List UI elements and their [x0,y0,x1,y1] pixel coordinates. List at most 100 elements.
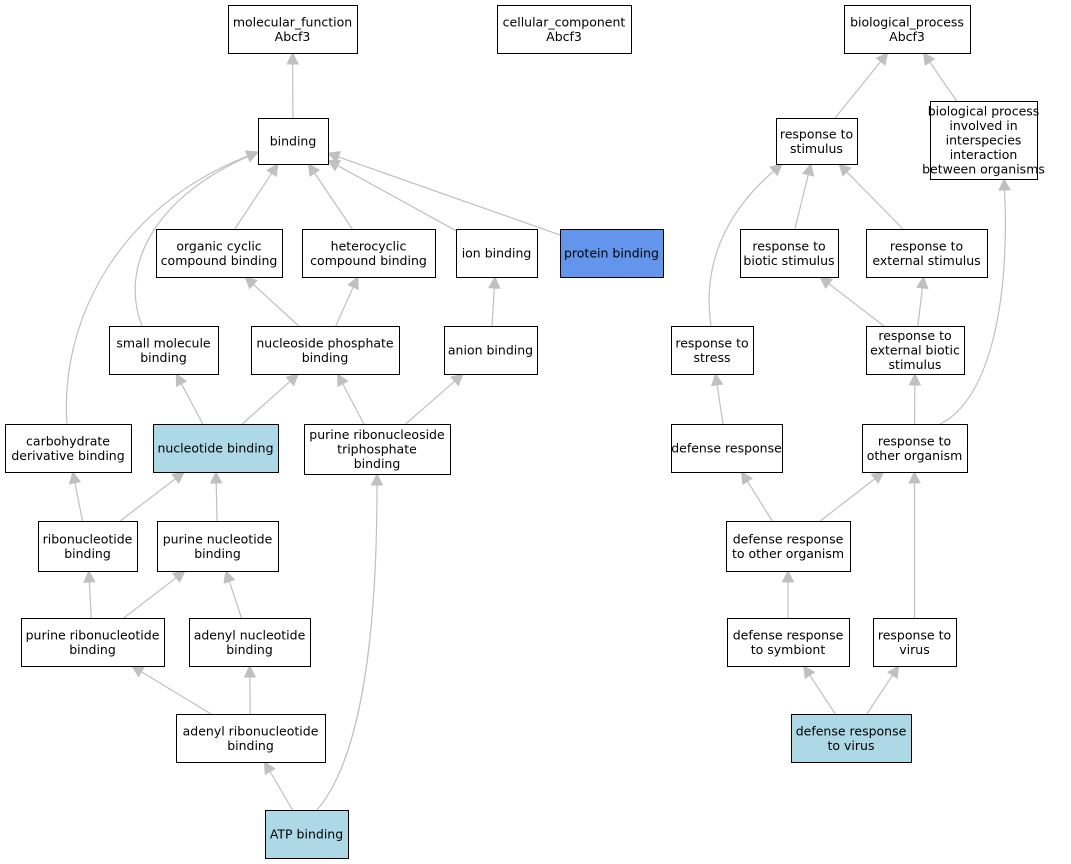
edge-ionb-to-binding [337,165,457,232]
node-box [873,618,957,667]
edge-rtes-to-rts [846,171,904,230]
node-label-line: molecular_function [233,14,352,29]
node-defr[interactable]: defense response [671,424,783,473]
node-label-line: response to [878,328,951,343]
node-box [5,424,132,473]
edge-arrowhead-npb-to-hcb [347,275,359,291]
node-label-line: adenyl ribonucleotide [183,723,319,738]
edge-adnb-to-pnb [228,581,243,619]
node-label-line: binding [227,738,274,753]
edge-arrowhead-adrnb-to-prnb [131,665,146,678]
node-label-line: stress [694,350,731,365]
edges-layer [65,51,1011,811]
edge-arrowhead-npb-to-ocb [244,276,258,290]
node-label-line: ribonucleotide [43,531,133,546]
node-label-line: interspecies [946,133,1022,148]
edge-arrowhead-ntb-to-smb [175,373,188,388]
edge-prntb-to-anb [405,380,456,425]
node-label-line: defense response [671,441,782,456]
node-label-line: carbohydrate [26,433,110,448]
edge-arrowhead-adnb-to-pnb [223,569,236,584]
node-box [228,5,358,54]
node-label-line: purine ribonucleotide [26,627,160,642]
node-ntb[interactable]: nucleotide binding [153,424,279,473]
node-protb[interactable]: protein binding [560,229,664,278]
edge-arrowhead-drtv-to-rtv [887,665,900,680]
edge-ocb-to-binding [234,172,273,230]
node-label-line: response to [878,433,951,448]
edge-arrowhead-pnb-to-ntb [209,470,223,484]
edge-bpii-to-bp [929,61,958,102]
node-label-line: compound binding [310,253,427,268]
node-label-line: anion binding [448,343,533,358]
edge-arrowhead-drtv-to-drts [803,665,816,680]
node-label-line: response to [878,627,951,642]
node-label-line: external biotic [870,343,960,358]
node-box [302,229,436,278]
node-label-line: Abcf3 [275,29,311,44]
edge-arrowhead-rtebs-to-rtes [916,275,929,290]
edge-arrowhead-cdb-to-binding [244,150,260,163]
node-box [265,810,349,859]
node-label-line: small molecule [116,335,211,350]
node-atpb[interactable]: ATP binding [265,810,349,859]
edge-prntb-to-npb [342,383,365,425]
node-label-line: purine ribonucleoside [309,427,445,442]
edge-hcb-to-binding [314,172,353,230]
edge-arrowhead-ionb-to-binding [327,159,342,172]
node-label-line: binding [302,350,349,365]
edge-rnb-to-ntb [119,478,176,522]
node-box [866,229,988,278]
node-label-line: cellular_component [503,14,626,29]
edge-arrowhead-binding-to-mf [286,51,299,65]
edge-arrowhead-rnb-to-ntb [171,471,186,485]
edge-arrowhead-prnb-to-rnb [83,569,96,583]
node-label-line: other organism [867,448,963,463]
node-label-line: biological_process [850,14,964,29]
node-box [866,326,965,375]
edge-drtv-to-rtv [866,674,894,715]
edge-arrowhead-rts-to-bp [875,52,889,66]
node-label-line: response to [675,335,748,350]
node-label-line: defense response [796,723,907,738]
node-label-line: nucleoside phosphate [256,335,394,350]
node-box [862,424,968,473]
node-anb[interactable]: anion binding [444,326,538,375]
node-ionb[interactable]: ion binding [456,229,538,278]
node-box [176,714,326,763]
edge-atpb-to-prntb [316,484,378,811]
edge-drtoo-to-defr [746,480,773,522]
node-box [38,521,138,572]
node-label-line: derivative binding [11,448,124,463]
node-binding[interactable]: binding [258,118,329,165]
edge-arrowhead-ntb-to-npb [285,373,300,387]
node-label-line: biological process [928,104,1040,119]
